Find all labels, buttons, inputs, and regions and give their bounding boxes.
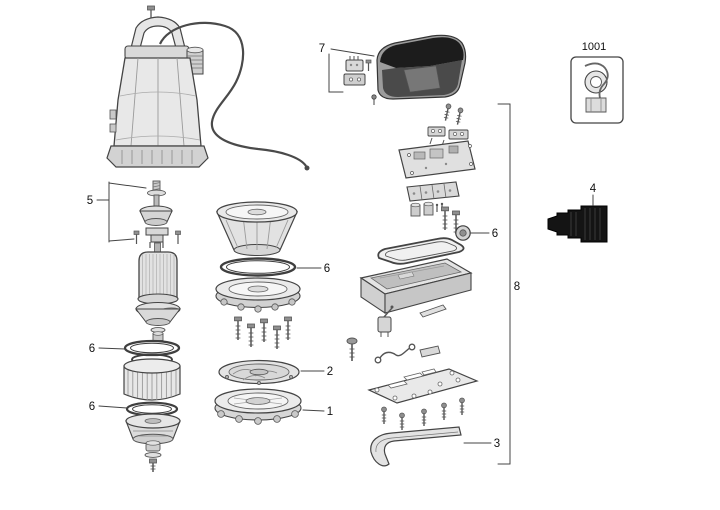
- callout-1: 1: [302, 406, 333, 418]
- impeller-rotor-drawing: [134, 301, 182, 341]
- callout-label-8: 8: [514, 281, 520, 293]
- grommet-drawing: [455, 225, 471, 241]
- pump-top-cap: [124, 45, 190, 60]
- switch-housing-box-drawing: [359, 258, 473, 315]
- callout-2: 2: [300, 366, 333, 378]
- callout-7: 7: [319, 43, 375, 93]
- power-cable-drawing: [158, 21, 307, 167]
- callout-label-1001: 1001: [582, 41, 606, 53]
- part-1001-box-drawing: [570, 56, 624, 124]
- pump-handle: [130, 16, 186, 49]
- callout-label-3: 3: [494, 438, 500, 450]
- circuit-board-drawing: [398, 140, 476, 179]
- electronics-and-housing-drawing: [346, 102, 479, 467]
- mounting-bracket-drawing: [370, 426, 462, 467]
- callout-6-left-upper: 6: [89, 343, 126, 355]
- callout-label-5: 5: [87, 195, 93, 207]
- callout-6-left-lower: 6: [89, 401, 128, 413]
- callout-label-7: 7: [319, 43, 325, 55]
- pump-assembly-drawing: [106, 5, 310, 171]
- base-plate-screws-drawing: [380, 397, 466, 431]
- terminal-block-drawing: [406, 181, 460, 202]
- callouts: 7 1001 5 4 6 6 2 6: [87, 41, 606, 465]
- base-plate-drawing: [367, 368, 479, 404]
- diffuser-cone-drawing: [216, 201, 298, 256]
- bottom-cap-drawing: [125, 413, 181, 472]
- callout-label-6: 6: [492, 228, 498, 240]
- micro-switch-drawing: [377, 305, 394, 337]
- callout-4: 4: [590, 183, 597, 206]
- lever-drawing: [419, 304, 447, 318]
- callout-1001: 1001: [582, 41, 606, 53]
- callout-6-grommet: 6: [470, 228, 498, 240]
- suction-housing-drawing: [214, 388, 302, 425]
- callout-label-4: 4: [590, 183, 597, 195]
- wire-link-drawing: [374, 343, 416, 364]
- callout-label-6: 6: [89, 401, 95, 413]
- single-screw-drawing: [346, 337, 358, 361]
- impeller-plate-drawing: [218, 359, 300, 385]
- strainer-basket-drawing: [123, 358, 181, 401]
- hose-adapter-drawing: [547, 205, 608, 243]
- callout-5: 5: [87, 181, 147, 243]
- callout-label-2: 2: [327, 366, 333, 378]
- callout-label-1: 1: [327, 406, 333, 418]
- o-ring-middle-drawing: [219, 257, 297, 277]
- housing-screws-drawing: [233, 316, 293, 350]
- pump-body: [113, 57, 202, 147]
- callout-3: 3: [463, 438, 500, 450]
- callout-label-6: 6: [89, 343, 95, 355]
- clip-drawing: [419, 345, 441, 358]
- cable-connector-drawing: [343, 56, 372, 86]
- float-switch-cover-drawing: [371, 34, 467, 105]
- volute-ring-drawing: [215, 277, 301, 313]
- callout-label-6: 6: [324, 263, 330, 275]
- callout-8: 8: [497, 103, 520, 465]
- motor-drawing: [137, 242, 179, 305]
- gasket-drawing: [377, 237, 465, 265]
- shaft-and-seal-parts-drawing: [133, 180, 181, 248]
- callout-6-diffuser: 6: [296, 263, 330, 275]
